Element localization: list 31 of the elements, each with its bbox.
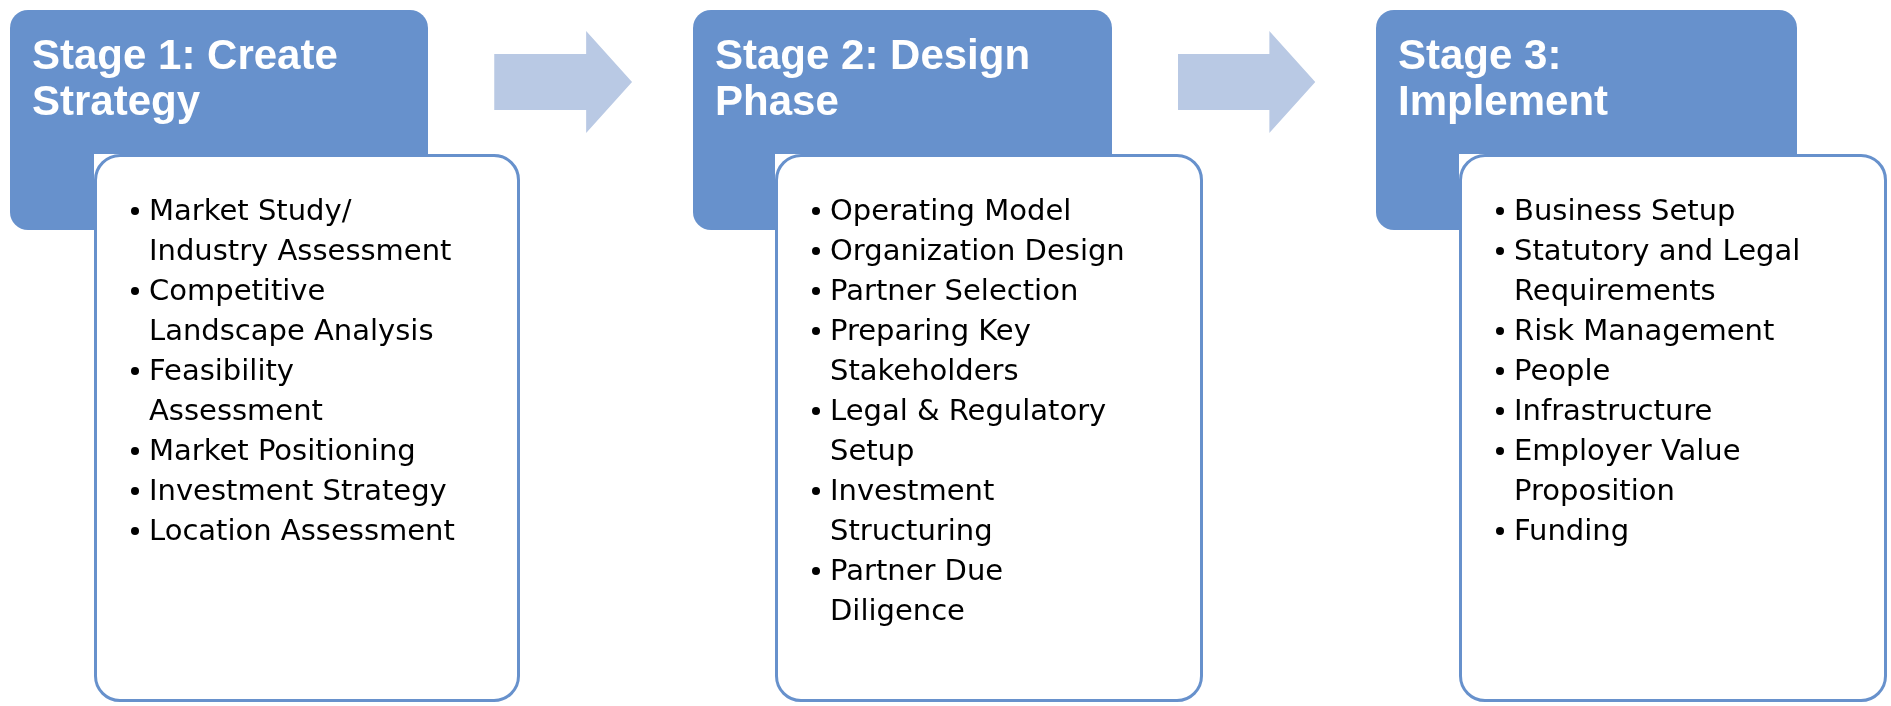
bullet-text: Market Study/ Industry Assessment xyxy=(149,192,453,269)
stage-header xyxy=(1376,10,1797,154)
activity-card xyxy=(94,154,520,702)
bullet-text: Business Setup xyxy=(1514,192,1737,229)
stage-title: Stage 1: Create Strategy xyxy=(32,32,339,124)
stage-header xyxy=(10,10,428,154)
stage-title: Stage 3: Implement xyxy=(1398,32,1610,124)
bullet-text: Partner Due Diligence xyxy=(830,552,1005,629)
bullet-text: Location Assessment xyxy=(149,512,455,549)
bullet-text: Statutory and Legal Requirements xyxy=(1514,232,1802,309)
bullet-text: Investment Structuring xyxy=(830,472,996,549)
bullet-text: Investment Strategy xyxy=(149,472,448,509)
bullet-text: Partner Selection xyxy=(830,272,1080,309)
stage-title: Stage 2: Design Phase xyxy=(715,32,1032,124)
block-arrow xyxy=(494,31,633,133)
bullet-text: Market Positioning xyxy=(149,432,417,469)
bullet-text: Funding xyxy=(1514,512,1631,549)
activity-card xyxy=(775,154,1203,702)
bullet-text: Feasibility Assessment xyxy=(149,352,324,429)
bullet-text: Infrastructure xyxy=(1514,392,1714,429)
bullet-text: Preparing Key Stakeholders xyxy=(830,312,1032,389)
activity-card xyxy=(1459,154,1887,702)
bullet-text: People xyxy=(1514,352,1612,389)
bullet-text: Competitive Landscape Analysis xyxy=(149,272,435,349)
bullet-text: Legal & Regulatory Setup xyxy=(830,392,1108,469)
bullet-text: Employer Value Proposition xyxy=(1514,432,1742,509)
stage-header xyxy=(693,10,1112,154)
bullet-text: Risk Management xyxy=(1514,312,1776,349)
block-arrow xyxy=(1178,31,1316,133)
bullet-text: Operating Model xyxy=(830,192,1073,229)
bullet-text: Organization Design xyxy=(830,232,1126,269)
